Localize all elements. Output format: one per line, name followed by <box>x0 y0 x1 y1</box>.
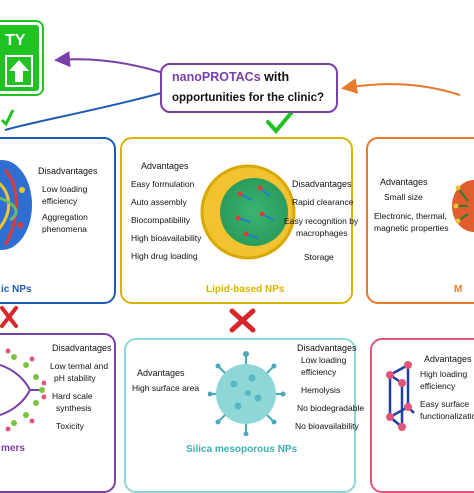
lipid-disadvantage-1: Rapid clearance <box>292 197 354 207</box>
lipid-advantages-title: Advantages <box>141 161 189 171</box>
mof-advantage-4: functionalization <box>420 411 474 421</box>
dendrimers-disadvantage-4: synthesis <box>56 403 92 413</box>
lipid-label: Lipid-based NPs <box>206 284 285 295</box>
lipid-advantage-3: Biocompatibility <box>131 215 191 225</box>
lipid-advantage-5: High drug loading <box>131 251 198 261</box>
silica-disadvantage-3: Hemolysis <box>301 385 341 395</box>
x-mark-silica-icon <box>229 308 256 333</box>
arrow-to-badge <box>54 51 161 73</box>
silica-disadvantage-4: No biodegradable <box>297 403 365 413</box>
polymeric-disadvantage-4: phenomena <box>42 224 87 234</box>
question-subtitle: opportunities for the clinic? <box>172 92 325 104</box>
arrow-metal <box>341 78 461 96</box>
dendrimers-disadvantages-title: Disadvantages <box>52 343 112 353</box>
dendrimers-disadvantage-2: pH stability <box>54 373 96 383</box>
check-top-left <box>0 109 15 127</box>
arrow-polymeric <box>4 91 166 131</box>
lipid-disadvantage-4: Storage <box>304 252 334 262</box>
badge-text: TY <box>5 32 26 49</box>
question-box: nanoPROTACs with opportunities for the c… <box>160 63 338 113</box>
up-arrow-icon <box>5 55 33 87</box>
mof-advantages-title: Advantages <box>424 354 472 364</box>
connector-arrows <box>0 51 461 135</box>
polymeric-disadvantage-2: efficiency <box>42 196 78 206</box>
metal-np-illustration <box>452 180 474 232</box>
polymeric-np-illustration <box>0 160 32 250</box>
dendrimers-disadvantage-5: Toxicity <box>56 421 84 431</box>
lipid-disadvantage-3: macrophages <box>296 228 348 238</box>
silica-advantage-1: High surface area <box>132 383 200 393</box>
metal-advantages-title: Advantages <box>380 177 428 187</box>
dendrimers-disadvantage-1: Low termal and <box>50 361 109 371</box>
silica-disadvantage-2: efficiency <box>301 367 337 377</box>
polymeric-box <box>0 137 116 304</box>
metal-advantage-3: magnetic properties <box>374 223 449 233</box>
mof-advantage-3: Easy surface <box>420 399 470 409</box>
polymeric-disadvantage-1: Low loading <box>42 184 88 194</box>
mof-advantage-1: High loading <box>420 369 468 379</box>
metal-advantage-2: Electronic, thermal, <box>374 211 447 221</box>
check-center <box>266 110 294 135</box>
x-mark-dendrimers-icon <box>0 306 18 328</box>
silica-disadvantage-5: No bioavailability <box>295 421 359 431</box>
silica-disadvantages-title: Disadvantages <box>297 343 357 353</box>
silica-np-illustration <box>208 351 286 436</box>
dendrimers-disadvantage-3: Hard scale <box>52 391 93 401</box>
silica-disadvantage-1: Low loading <box>301 355 347 365</box>
mof-cube-illustration <box>386 361 415 431</box>
polymeric-label: ic NPs <box>1 284 32 295</box>
efficacy-badge: TY <box>0 20 44 96</box>
lipid-disadvantages-title: Disadvantages <box>292 179 352 189</box>
metal-label: M <box>454 284 463 295</box>
polymeric-disadvantage-3: Aggregation <box>42 212 88 222</box>
nanoprotacs-label: nanoPROTACs <box>172 70 261 84</box>
lipid-np-illustration <box>200 164 296 260</box>
lipid-disadvantage-2: Easy recognition by <box>284 216 359 226</box>
lipid-advantage-1: Easy formulation <box>131 179 195 189</box>
dendrimer-illustration <box>0 348 46 432</box>
question-title: nanoPROTACs with <box>172 70 290 84</box>
lipid-advantage-4: High bioavailability <box>131 233 202 243</box>
metal-box <box>366 137 474 304</box>
dendrimers-label: mers <box>1 443 25 454</box>
lipid-advantage-2: Auto assembly <box>131 197 187 207</box>
silica-advantages-title: Advantages <box>137 368 185 378</box>
polymeric-disadvantages-title: Disadvantages <box>38 166 98 176</box>
lipid-box <box>120 137 353 304</box>
silica-label: Silica mesoporous NPs <box>186 444 298 455</box>
metal-advantage-1: Small size <box>384 192 423 202</box>
mof-advantage-2: efficiency <box>420 381 456 391</box>
